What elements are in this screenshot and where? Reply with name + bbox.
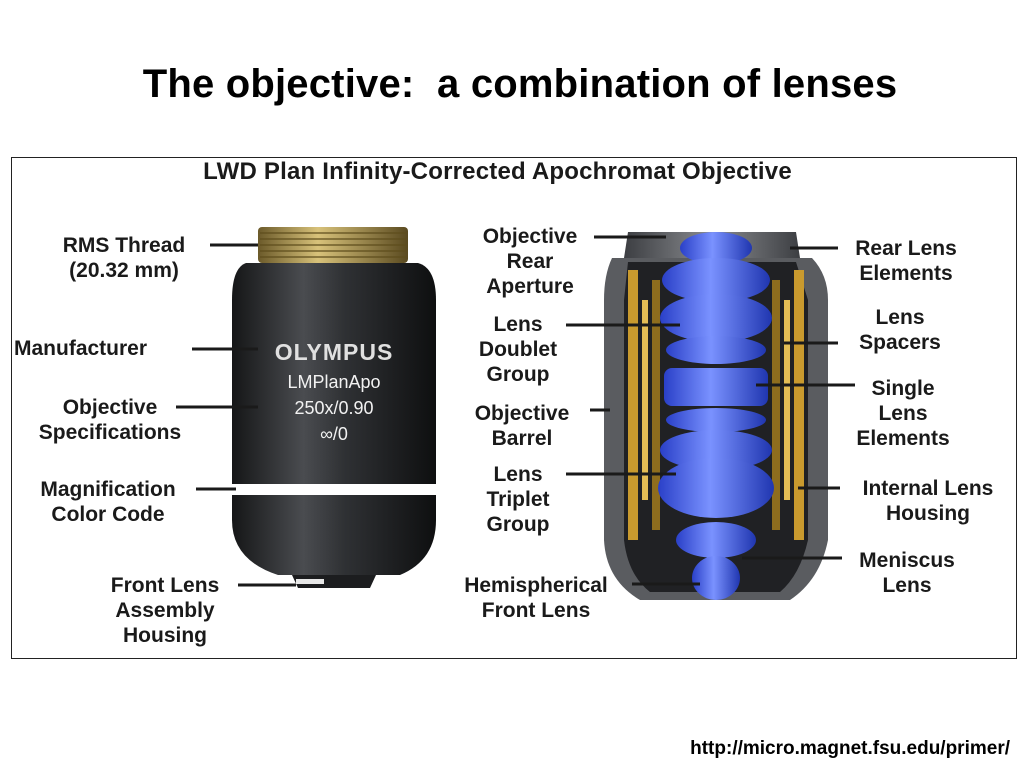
internal-lens-housing-left xyxy=(628,270,638,540)
objective-external-view xyxy=(232,227,436,588)
single-lens-element-2 xyxy=(666,408,766,432)
lens-triplet-middle xyxy=(658,458,774,518)
label-manufacturer: Manufacturer xyxy=(14,337,148,360)
label-internal-lens-housing: Internal Lens Housing xyxy=(862,477,994,525)
label-objective-rear-aperture: Objective Rear Aperture xyxy=(482,225,578,298)
label-front-lens-assembly-housing: Front Lens Assembly Housing xyxy=(110,574,220,647)
figure-title: LWD Plan Infinity-Corrected Apochromat O… xyxy=(203,158,792,185)
single-lens-element xyxy=(664,368,768,406)
lens-spacer-right xyxy=(772,280,780,530)
slide-title: The objective: a combination of lenses xyxy=(142,62,898,106)
internal-lens-housing-right xyxy=(794,270,804,540)
magnification-color-band xyxy=(232,484,436,495)
front-lens-housing xyxy=(292,575,376,588)
label-lens-spacers: Lens Spacers xyxy=(859,306,941,354)
source-url[interactable]: http://micro.magnet.fsu.edu/primer/ xyxy=(690,738,1010,759)
hemispherical-front-lens xyxy=(692,556,740,600)
lens-doublet-upper xyxy=(660,294,772,342)
objective-model-marking: LMPlanApo xyxy=(287,372,381,392)
meniscus-lens xyxy=(676,522,756,558)
lens-doublet-lower xyxy=(666,336,766,364)
objective-barrel-body xyxy=(232,263,436,575)
label-objective-specifications: Objective Specifications xyxy=(38,396,182,444)
label-objective-barrel: Objective Barrel xyxy=(474,402,570,450)
label-lens-doublet-group: Lens Doublet Group xyxy=(478,313,558,386)
objective-specs-marking: 250x/0.90 xyxy=(294,398,374,418)
objective-cutaway-view xyxy=(604,232,828,600)
thread-grooves xyxy=(260,232,406,258)
label-single-lens-elements: Single Lens Elements xyxy=(856,377,950,450)
label-lens-triplet-group: Lens Triplet Group xyxy=(486,463,550,536)
lens-triplet-upper xyxy=(660,430,772,470)
objective-brand-marking: OLYMPUS xyxy=(274,339,394,365)
label-hemispherical-front-lens: Hemispherical Front Lens xyxy=(464,574,608,622)
label-meniscus-lens: Meniscus Lens xyxy=(859,549,955,597)
rear-lens-element-2 xyxy=(662,258,770,302)
label-magnification-color-code: Magnification Color Code xyxy=(40,478,176,526)
leader-lines xyxy=(176,235,855,587)
objective-tube-marking: ∞/0 xyxy=(320,424,348,444)
rear-lens-element xyxy=(680,232,752,264)
label-rms-thread: RMS Thread (20.32 mm) xyxy=(62,234,186,282)
label-rear-lens-elements: Rear Lens Elements xyxy=(855,237,957,285)
lens-spacer-left xyxy=(652,280,660,530)
